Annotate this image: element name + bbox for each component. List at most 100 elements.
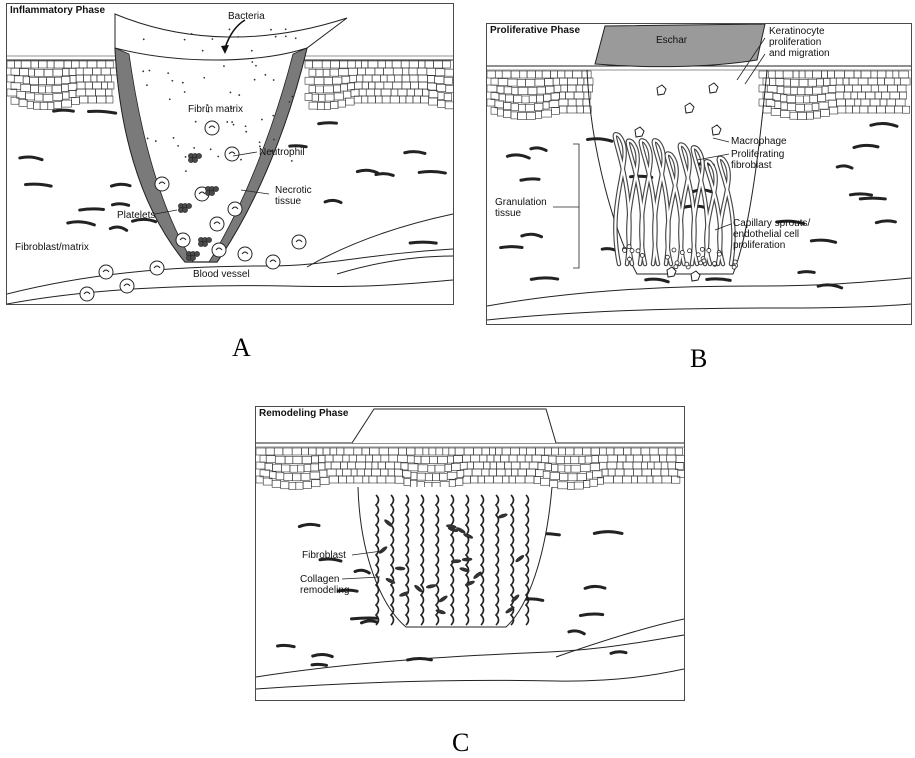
panel-proliferative-phase: Proliferative Phase Eschar Keratinocyte … [486,23,912,325]
endothelial-cell [674,265,678,269]
bacterium [291,160,293,162]
endothelial-cell [732,265,736,269]
bacterium [202,50,204,52]
bacterium [230,92,232,94]
bacterium [238,94,240,96]
label-necrotic-tissue: Necrotic tissue [275,185,312,207]
bacterium [285,35,287,37]
label-collagen-remodeling: Collagen remodeling [300,574,349,596]
collagen-fiber [54,110,74,111]
bacterium [275,36,277,38]
label-blood-vessel: Blood vessel [193,269,250,280]
platelet [213,186,218,191]
endothelial-cell [630,249,634,253]
label-fibroblast: Fibroblast [302,550,346,561]
bacterium [146,84,148,86]
bacterium [255,65,257,67]
collagen-fiber [351,618,376,619]
endothelial-cell [700,247,704,251]
endothelial-cell [685,262,689,266]
bacterium [245,131,247,133]
collagen-fiber [850,194,871,195]
neutrophil [99,265,113,279]
bacterium [223,65,225,67]
caption-a: A [232,333,251,363]
endothelial-cell [628,257,632,261]
collagen-fiber [799,272,814,273]
panel-inflammatory-phase: Inflammatory Phase Bacteria Fibrin matri… [6,3,454,305]
neutrophil [176,233,190,247]
bacterium [182,82,184,84]
neutrophil [150,261,164,275]
bacterium [217,156,219,158]
collagen-fiber [531,278,557,280]
collagen-fiber [319,123,337,124]
bacterium [261,119,263,121]
collagen-fiber [501,247,522,248]
neutrophil [210,217,224,231]
bacterium [251,61,253,63]
neutrophil [228,202,242,216]
bacterium [167,72,169,74]
panel-b-title: Proliferative Phase [490,25,580,36]
bacterium [272,115,274,117]
endothelial-cell [665,255,669,259]
platelet [209,190,214,195]
bacterium [195,121,197,123]
bacterium [143,38,145,40]
bacterium [231,121,233,123]
bacterium [295,37,297,39]
collagen-fiber [80,209,104,210]
bacterium [229,29,231,31]
bacterium [142,70,144,72]
bacterium [211,38,213,40]
label-macrophage: Macrophage [731,136,787,147]
bacterium [149,70,151,72]
bacterium [169,98,171,100]
collagen-fiber [611,652,626,654]
panel-c-title: Remodeling Phase [259,408,348,419]
bacterium [285,28,287,30]
endothelial-cell [675,261,679,265]
collagen-fiber [707,279,730,281]
collagen-fiber [419,171,445,173]
bacterium [264,74,266,76]
neutrophil [155,177,169,191]
neutrophil [266,255,280,269]
neutrophil [292,235,306,249]
endothelial-cell [627,245,631,249]
endothelial-cell [672,248,676,252]
neutrophil [212,243,226,257]
bacterium [226,121,228,123]
platelet [194,251,199,256]
bacterium [210,148,212,150]
endothelial-cell [636,249,640,253]
bacterium [191,33,193,35]
endothelial-cell [696,253,700,257]
collagen-fiber [277,645,294,646]
endothelial-cell [712,262,716,266]
neutrophil [225,147,239,161]
bacterium [233,124,235,126]
bacterium [289,101,291,103]
scab-remnant [352,409,556,443]
collagen-fiber [580,614,602,616]
bacterium [155,140,157,142]
fibroblast-cell [395,567,405,571]
neutrophil [80,287,94,301]
bacterium [291,96,293,98]
panel-a-title: Inflammatory Phase [10,5,105,16]
collagen-fiber [876,221,895,223]
endothelial-cell [623,248,627,252]
bacterium [245,125,247,127]
bacterium [270,29,272,31]
label-platelets: Platelets [117,210,155,221]
label-bacteria: Bacteria [228,11,265,22]
collagen-fiber [860,198,885,199]
endothelial-cell [733,260,737,264]
platelet [182,207,187,212]
platelet [192,157,197,162]
endothelial-cell [717,252,721,256]
bacterium [193,147,195,149]
bacterium [251,50,253,52]
